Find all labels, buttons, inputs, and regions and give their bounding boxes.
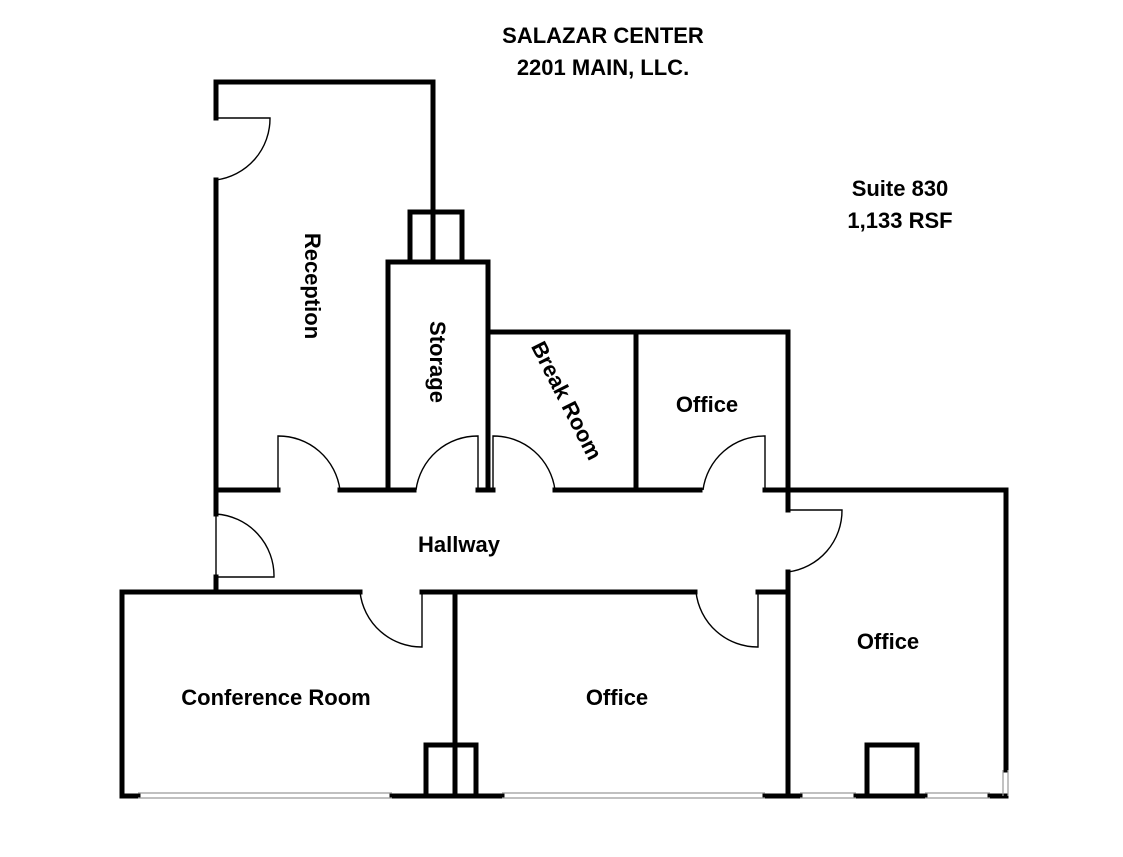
windows xyxy=(138,770,1009,799)
building-title: SALAZAR CENTER xyxy=(502,23,704,48)
room-label-office-right: Office xyxy=(857,629,919,654)
doors xyxy=(215,117,843,648)
room-label-reception: Reception xyxy=(300,233,325,339)
walls xyxy=(119,79,1009,799)
room-label-storage: Storage xyxy=(425,321,450,403)
suite-area: 1,133 RSF xyxy=(847,208,952,233)
room-label-break-room: Break Room xyxy=(526,337,607,464)
room-label-hallway: Hallway xyxy=(418,532,501,557)
room-label-office-top: Office xyxy=(676,392,738,417)
room-label-office-bottom-middle: Office xyxy=(586,685,648,710)
room-label-conference-room: Conference Room xyxy=(181,685,370,710)
suite-name: Suite 830 xyxy=(852,176,949,201)
building-subtitle: 2201 MAIN, LLC. xyxy=(517,55,689,80)
